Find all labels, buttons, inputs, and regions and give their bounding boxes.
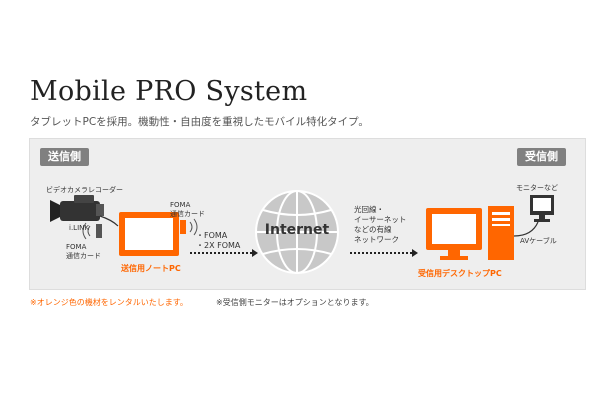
arrow-left-dotted	[190, 249, 258, 257]
page-title: Mobile PRO System	[30, 76, 308, 107]
foma-card-left-icon	[82, 222, 102, 240]
internet-label: Internet	[264, 222, 330, 238]
video-camera-icon	[50, 195, 104, 222]
ilink-label: i.LINK	[69, 224, 89, 232]
desktop-pc-label: 受信用デスクトップPC	[418, 269, 502, 278]
desktop-monitor-icon	[426, 208, 482, 260]
foma-card-top-label: FOMA 通信カード	[170, 201, 205, 218]
monitor-label: モニターなど	[516, 184, 558, 192]
external-monitor-icon	[530, 195, 554, 222]
ilink-cable	[99, 215, 119, 227]
desktop-tower-icon	[488, 206, 514, 260]
monitor-option-note: ※受信側モニターはオプションとなります。	[216, 298, 374, 307]
av-cable	[513, 221, 539, 237]
network-lines-label: ・FOMA ・2X FOMA	[196, 231, 241, 250]
receive-side-tag: 受信側	[517, 148, 566, 166]
notebook-pc-icon	[119, 212, 179, 256]
foma-card-top-icon	[180, 218, 198, 236]
av-cable-label: AVケーブル	[520, 237, 557, 245]
wired-network-label: 光回線・ イーサーネット などの有線 ネットワーク	[354, 205, 407, 244]
video-camera-label: ビデオカメラレコーダー	[46, 186, 123, 194]
orange-rental-note: ※オレンジ色の機材をレンタルいたします。	[30, 298, 188, 307]
arrow-right-dotted	[350, 249, 418, 257]
page-subtitle: タブレットPCを採用。機動性・自由度を重視したモバイル特化タイプ。	[30, 116, 369, 128]
foma-card-left-label: FOMA 通信カード	[66, 243, 101, 260]
send-side-tag: 送信側	[40, 148, 89, 166]
internet-globe-icon	[255, 190, 339, 274]
notebook-pc-label: 送信用ノートPC	[121, 264, 181, 273]
